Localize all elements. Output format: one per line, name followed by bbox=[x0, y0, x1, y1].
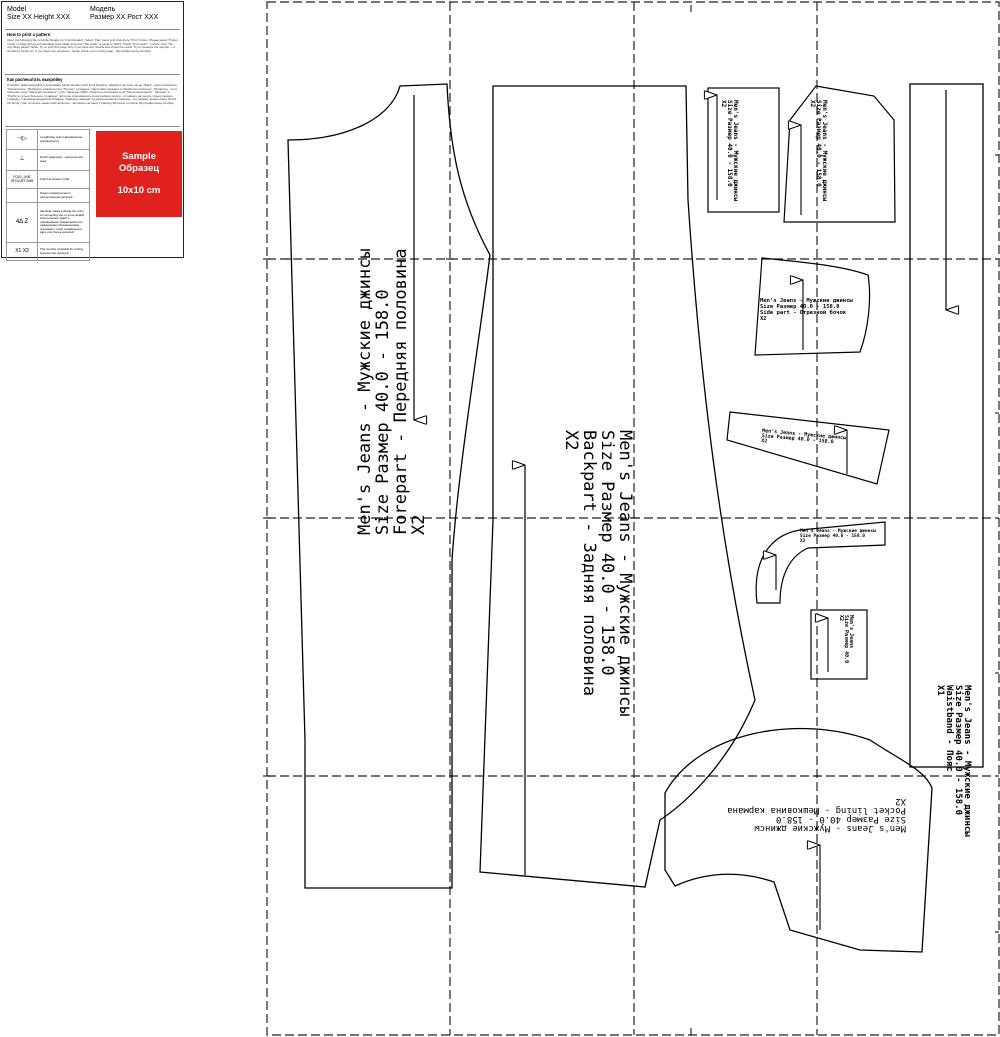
sample-size-label: 10x10 cm bbox=[117, 185, 161, 196]
piece-label-line: Men's Jeans - Мужские джинсы bbox=[821, 100, 828, 202]
howto-text-ru: Откройте файл выкройки в программе Adobe… bbox=[7, 83, 177, 105]
piece-outline bbox=[707, 87, 780, 213]
back-pocket-piece: Men's Jeans - Мужские джинсы Size Размер… bbox=[783, 85, 896, 223]
symbol-description: Fold line Линия сгиба bbox=[37, 170, 90, 189]
piece-label-line: Men's Jeans - Мужские джинсы bbox=[760, 298, 853, 304]
piece-label-line: X1 bbox=[935, 685, 945, 696]
piece-outline bbox=[755, 521, 886, 604]
piece-label-line: Men's Jeans - Мужские джинсы bbox=[615, 430, 635, 717]
symbols-table: ⊣▷ Lengthwise grain Направление долевой … bbox=[6, 129, 90, 261]
symbol-description: The number of details for cutting Количе… bbox=[37, 242, 90, 261]
piece-label-line: Pocket lining - Мешковина кармана bbox=[727, 805, 906, 815]
piece-label-line: Men's Jeans - Мужские джинсы bbox=[800, 528, 876, 534]
piece-label-line: Size Размер 40.0 - 158.0 bbox=[726, 100, 733, 187]
piece-label-line: Men's Jeans - Мужские джинсы bbox=[732, 100, 739, 202]
model-label-ru: Модель bbox=[90, 6, 116, 13]
coin-pocket-label: Men's Jeans Size Размер 40.0 X2 bbox=[838, 615, 854, 663]
pocket-lining-label: Men's Jeans - Мужские джинсы Size Размер… bbox=[727, 796, 906, 833]
piece-outline bbox=[664, 727, 933, 953]
tile-ticks bbox=[263, 5, 999, 1035]
piece-label-line: Men's Jeans bbox=[848, 615, 854, 648]
piece-label-line: Men's Jeans - Мужские джинсы bbox=[355, 248, 375, 535]
pocket-facing-label: Men's Jeans - Мужские джинсы Size Размер… bbox=[800, 528, 876, 544]
symbol-row: Линия симметричного расположения деталей bbox=[6, 188, 90, 203]
divider bbox=[5, 29, 180, 30]
piece-label-line: Forepart - Передняя половина bbox=[391, 248, 411, 535]
piece-label-line: X2 bbox=[720, 100, 727, 108]
piece-outline bbox=[287, 83, 491, 889]
small-pocket-piece: Men's Jeans - Мужские джинсы Size Размер… bbox=[707, 87, 780, 213]
piece-label-line: Size Размер 40.0 - 158.0 bbox=[597, 430, 617, 676]
count-symbol: X1 X2 bbox=[6, 242, 38, 261]
piece-label-line: X2 bbox=[561, 430, 581, 450]
piece-label-line: X2 bbox=[800, 538, 806, 544]
size-label-ru: Размер XX Рост XXX bbox=[90, 14, 159, 21]
waistband-piece: Men's Jeans - Мужские джинсы Size Размер… bbox=[909, 83, 984, 837]
sample-label-ru: Образец bbox=[118, 163, 160, 174]
howto-text-en: Open the following file in Adobe Reader … bbox=[7, 38, 178, 53]
symbol-row: ⊣▷ Lengthwise grain Направление долевой … bbox=[6, 129, 90, 150]
backpart-label: Men's Jeans - Мужские джинсы Size Размер… bbox=[561, 430, 635, 717]
piece-label-line: X2 bbox=[895, 796, 906, 806]
model-info-en: Model Size XX Height XXX bbox=[7, 6, 70, 22]
sample-square: Sample Образец 10x10 cm bbox=[96, 131, 182, 217]
side-part-piece: Men's Jeans - Мужские джинсы Size Размер… bbox=[754, 257, 871, 356]
divider bbox=[5, 74, 180, 75]
forepart-label: Men's Jeans - Мужские джинсы Size Размер… bbox=[355, 248, 429, 535]
piece-label-line: Size Размер 40.0 - 158.0 bbox=[815, 100, 822, 187]
waistband-label: Men's Jeans - Мужские джинсы Size Размер… bbox=[935, 685, 972, 837]
piece-outline bbox=[726, 411, 890, 485]
piece-label-line: X2 bbox=[761, 438, 768, 445]
legend-box: Model Size XX Height XXX Модель Размер X… bbox=[1, 1, 184, 261]
forepart-piece: Men's Jeans - Мужские джинсы Size Размер… bbox=[287, 83, 491, 889]
piece-outline bbox=[754, 257, 871, 356]
pocket-facing-piece: Men's Jeans - Мужские джинсы Size Размер… bbox=[755, 521, 886, 604]
piece-label-line: X2 bbox=[760, 316, 767, 322]
piece-outline bbox=[909, 83, 984, 768]
divider bbox=[5, 126, 180, 127]
piece-outline bbox=[783, 85, 896, 223]
symbol-row: 4Δ Z Identical marks indicate the point … bbox=[6, 202, 90, 243]
symbol-row: X1 X2 The number of details for cutting … bbox=[6, 242, 90, 261]
piece-label-line: Size Размер 40.0 - 158.0 bbox=[953, 685, 964, 815]
howto-title-en: How to print a pattern bbox=[7, 32, 51, 37]
model-label-en: Model bbox=[7, 6, 27, 13]
piece-label-line: Size Размер 40.0 - 158.0 bbox=[776, 814, 906, 824]
small-pocket-label: Men's Jeans - Мужские джинсы Size Размер… bbox=[720, 100, 739, 202]
piece-label-line: X2 bbox=[838, 615, 844, 621]
piece-label-line: Size Размер 40.0 - 158.0 bbox=[760, 304, 839, 310]
pocket-lining-piece: Men's Jeans - Мужские джинсы Size Размер… bbox=[664, 727, 933, 953]
coin-pocket-piece: Men's Jeans Size Размер 40.0 X2 bbox=[810, 609, 868, 680]
model-info-ru: Модель Размер XX Рост XXX bbox=[90, 6, 158, 22]
yoke-label: Men's Jeans - Мужские джинсы Size Размер… bbox=[761, 428, 846, 445]
symbol-description: Identical marks indicate the point of co… bbox=[37, 202, 90, 243]
piece-label-line: Waistband - Пояс bbox=[944, 685, 955, 772]
piece-label-line: Size Размер 40.0 bbox=[843, 615, 849, 663]
piece-label-line: Size Размер 40.0 - 158.0 bbox=[373, 289, 393, 535]
back-pocket-label: Men's Jeans - Мужские джинсы Size Размер… bbox=[809, 100, 828, 202]
backpart-piece: Men's Jeans - Мужские джинсы Size Размер… bbox=[479, 85, 756, 888]
piece-label-line: Side part - Отрезной бочок bbox=[760, 309, 847, 316]
yoke-piece: Men's Jeans - Мужские джинсы Size Размер… bbox=[726, 411, 890, 485]
symbol-row: FOLD_LINE OFOLDЕТ.ЛИМ Fold line Линия сг… bbox=[6, 170, 90, 189]
piece-label-line: Men's Jeans - Мужские джинсы bbox=[754, 823, 906, 833]
piece-label-line: X2 bbox=[809, 100, 816, 108]
piece-label-line: Backpart - Задняя половина bbox=[579, 430, 599, 696]
piece-outline bbox=[810, 609, 868, 680]
piece-outline bbox=[479, 85, 756, 888]
side-part-label: Men's Jeans - Мужские джинсы Size Размер… bbox=[760, 298, 853, 322]
sample-label-en: Sample bbox=[122, 151, 156, 162]
howto-title-ru: Как распечатать выкройку bbox=[7, 77, 63, 82]
size-label-en: Size XX Height XXX bbox=[7, 14, 71, 21]
piece-label-line: Men's Jeans - Мужские джинсы bbox=[962, 685, 972, 837]
piece-label-line: Size Размер 40.0 - 158.0 bbox=[800, 533, 865, 539]
piece-label-line: X2 bbox=[409, 515, 429, 535]
